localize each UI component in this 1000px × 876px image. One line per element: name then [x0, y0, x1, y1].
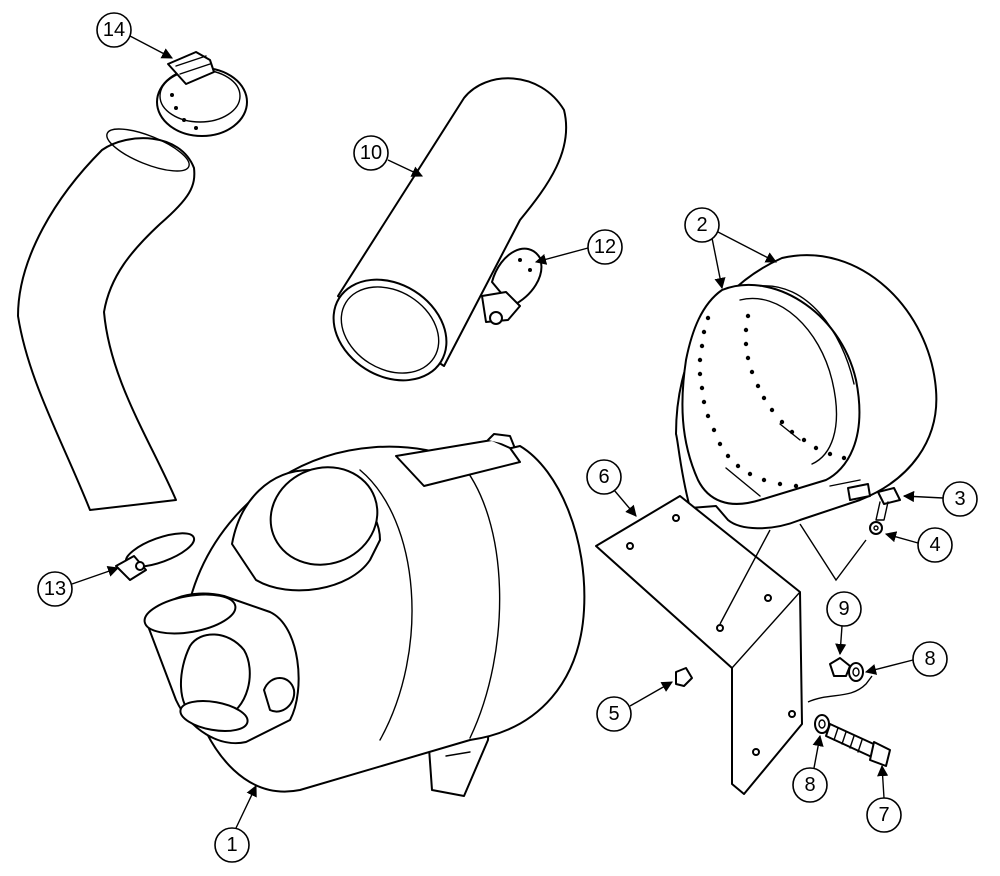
svg-text:8: 8: [804, 774, 815, 796]
air-tube-10: [332, 77, 568, 382]
nut-9: [829, 657, 851, 677]
svg-text:3: 3: [954, 488, 965, 510]
band-holes: [697, 313, 847, 489]
svg-text:13: 13: [44, 578, 66, 600]
callout-14: 14: [96, 12, 173, 59]
hose-clamp-14: [156, 51, 248, 137]
svg-text:10: 10: [360, 142, 382, 164]
callout-8-upper: 8: [864, 641, 948, 677]
svg-text:1: 1: [226, 834, 237, 856]
washer-8-upper: [848, 662, 864, 682]
callout-3: 3: [902, 481, 978, 517]
callout-1: 1: [214, 784, 257, 863]
svg-text:8: 8: [924, 648, 935, 670]
nut-4: [869, 521, 883, 535]
washer-8-lower: [814, 714, 830, 734]
callout-4: 4: [884, 527, 953, 563]
svg-text:14: 14: [103, 19, 125, 41]
nut-5: [675, 667, 693, 687]
callout-2: 2: [684, 207, 777, 290]
bolt-7: [825, 723, 891, 767]
bolt-3: [875, 487, 901, 521]
mounting-band-2: [675, 254, 938, 530]
svg-text:2: 2: [696, 214, 707, 236]
callout-5: 5: [596, 681, 673, 732]
callout-13: 13: [37, 566, 120, 607]
callout-10: 10: [353, 135, 424, 177]
tube-clamp-12: [481, 247, 543, 325]
svg-text:7: 7: [878, 804, 889, 826]
svg-text:9: 9: [838, 598, 849, 620]
svg-text:6: 6: [598, 466, 609, 488]
callout-6: 6: [586, 459, 637, 517]
intake-hose: [17, 128, 196, 511]
callout-12: 12: [534, 229, 623, 265]
svg-text:5: 5: [608, 703, 619, 725]
bracket-6: [595, 495, 803, 795]
callout-7: 7: [866, 764, 902, 833]
svg-text:12: 12: [594, 236, 616, 258]
callout-9: 9: [826, 591, 862, 656]
svg-text:4: 4: [929, 534, 940, 556]
small-clamp-13: [115, 532, 196, 581]
air-cleaner-1: [143, 433, 586, 797]
callout-8-lower: 8: [792, 734, 828, 803]
